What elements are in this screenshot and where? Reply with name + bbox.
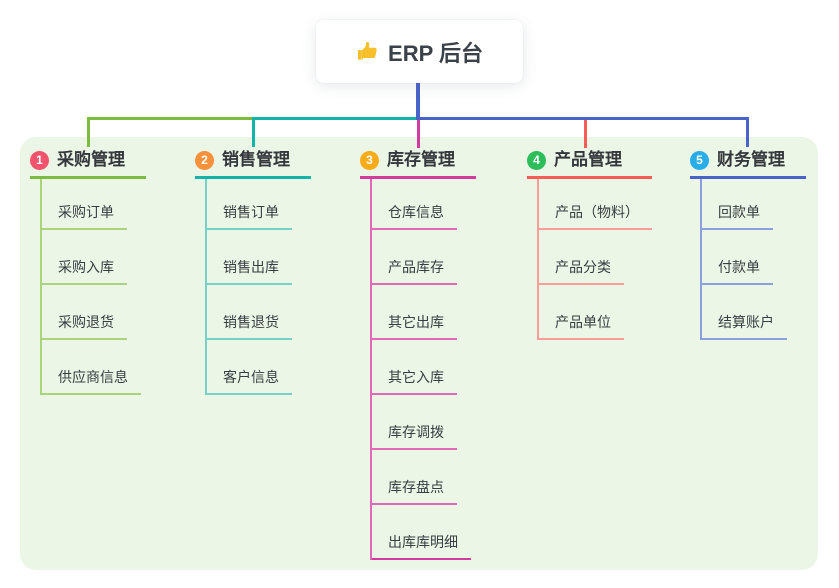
branches-background-panel bbox=[20, 137, 818, 570]
branch-children: 产品（物料） 产品分类 产品单位 bbox=[537, 179, 652, 340]
branch-finance: 5 财务管理 回款单 付款单 结算账户 bbox=[690, 148, 806, 340]
node-settlement-account[interactable]: 结算账户 bbox=[702, 312, 787, 340]
connector-drop-branch-3 bbox=[417, 120, 420, 148]
root-connector-line bbox=[416, 83, 420, 118]
root-title: ERP 后台 bbox=[388, 40, 483, 66]
node-other-inbound[interactable]: 其它入库 bbox=[372, 367, 457, 395]
branch-children: 采购订单 采购入库 采购退货 供应商信息 bbox=[40, 179, 146, 395]
node-stock-transfer[interactable]: 库存调拨 bbox=[372, 422, 457, 450]
node-supplier-info[interactable]: 供应商信息 bbox=[42, 367, 141, 395]
node-sales-return[interactable]: 销售退货 bbox=[207, 312, 292, 340]
branch-label: 采购管理 bbox=[57, 150, 125, 169]
connector-branch-2 bbox=[252, 117, 419, 120]
branch-sales: 2 销售管理 销售订单 销售出库 销售退货 客户信息 bbox=[195, 148, 311, 395]
branch-label: 产品管理 bbox=[554, 150, 622, 169]
connector-drop-branch-1 bbox=[87, 117, 90, 147]
node-warehouse-info[interactable]: 仓库信息 bbox=[372, 202, 457, 230]
branch-product: 4 产品管理 产品（物料） 产品分类 产品单位 bbox=[527, 148, 652, 340]
branch-label: 销售管理 bbox=[222, 150, 290, 169]
branch-label: 财务管理 bbox=[717, 150, 785, 169]
node-product-material[interactable]: 产品（物料） bbox=[539, 202, 652, 230]
node-purchase-return[interactable]: 采购退货 bbox=[42, 312, 127, 340]
branch-header-sales[interactable]: 2 销售管理 bbox=[195, 148, 311, 179]
connector-drop-branch-4 bbox=[584, 120, 587, 148]
node-outbound-detail[interactable]: 出库库明细 bbox=[372, 532, 471, 560]
node-stock-count[interactable]: 库存盘点 bbox=[372, 477, 457, 505]
branch-number-badge: 5 bbox=[690, 150, 709, 170]
branch-children: 回款单 付款单 结算账户 bbox=[700, 179, 806, 340]
branch-header-finance[interactable]: 5 财务管理 bbox=[690, 148, 806, 179]
node-customer-info[interactable]: 客户信息 bbox=[207, 367, 292, 395]
branch-label: 库存管理 bbox=[387, 150, 455, 169]
branch-children: 销售订单 销售出库 销售退货 客户信息 bbox=[205, 179, 311, 395]
thumbs-up-icon bbox=[357, 41, 377, 60]
node-sales-outbound[interactable]: 销售出库 bbox=[207, 257, 292, 285]
connector-drop-branch-2 bbox=[252, 117, 255, 147]
branch-header-purchase[interactable]: 1 采购管理 bbox=[30, 148, 146, 179]
node-payment-doc[interactable]: 付款单 bbox=[702, 257, 773, 285]
node-product-stock[interactable]: 产品库存 bbox=[372, 257, 457, 285]
connector-branch-5 bbox=[416, 117, 749, 120]
branch-number-badge: 1 bbox=[30, 150, 49, 170]
node-purchase-inbound[interactable]: 采购入库 bbox=[42, 257, 127, 285]
node-purchase-order[interactable]: 采购订单 bbox=[42, 202, 127, 230]
node-sales-order[interactable]: 销售订单 bbox=[207, 202, 292, 230]
connector-drop-branch-5 bbox=[746, 117, 749, 147]
node-receipt-doc[interactable]: 回款单 bbox=[702, 202, 773, 230]
node-other-outbound[interactable]: 其它出库 bbox=[372, 312, 457, 340]
branch-number-badge: 2 bbox=[195, 150, 214, 170]
branch-number-badge: 4 bbox=[527, 150, 546, 170]
branch-purchase: 1 采购管理 采购订单 采购入库 采购退货 供应商信息 bbox=[30, 148, 146, 395]
root-node[interactable]: ERP 后台 bbox=[316, 20, 523, 83]
branch-number-badge: 3 bbox=[360, 150, 379, 170]
node-product-category[interactable]: 产品分类 bbox=[539, 257, 624, 285]
node-product-unit[interactable]: 产品单位 bbox=[539, 312, 624, 340]
branch-header-product[interactable]: 4 产品管理 bbox=[527, 148, 652, 179]
branch-inventory: 3 库存管理 仓库信息 产品库存 其它出库 其它入库 库存调拨 库存盘点 出库库… bbox=[360, 148, 476, 560]
branch-header-inventory[interactable]: 3 库存管理 bbox=[360, 148, 476, 179]
branch-children: 仓库信息 产品库存 其它出库 其它入库 库存调拨 库存盘点 出库库明细 bbox=[370, 179, 476, 560]
